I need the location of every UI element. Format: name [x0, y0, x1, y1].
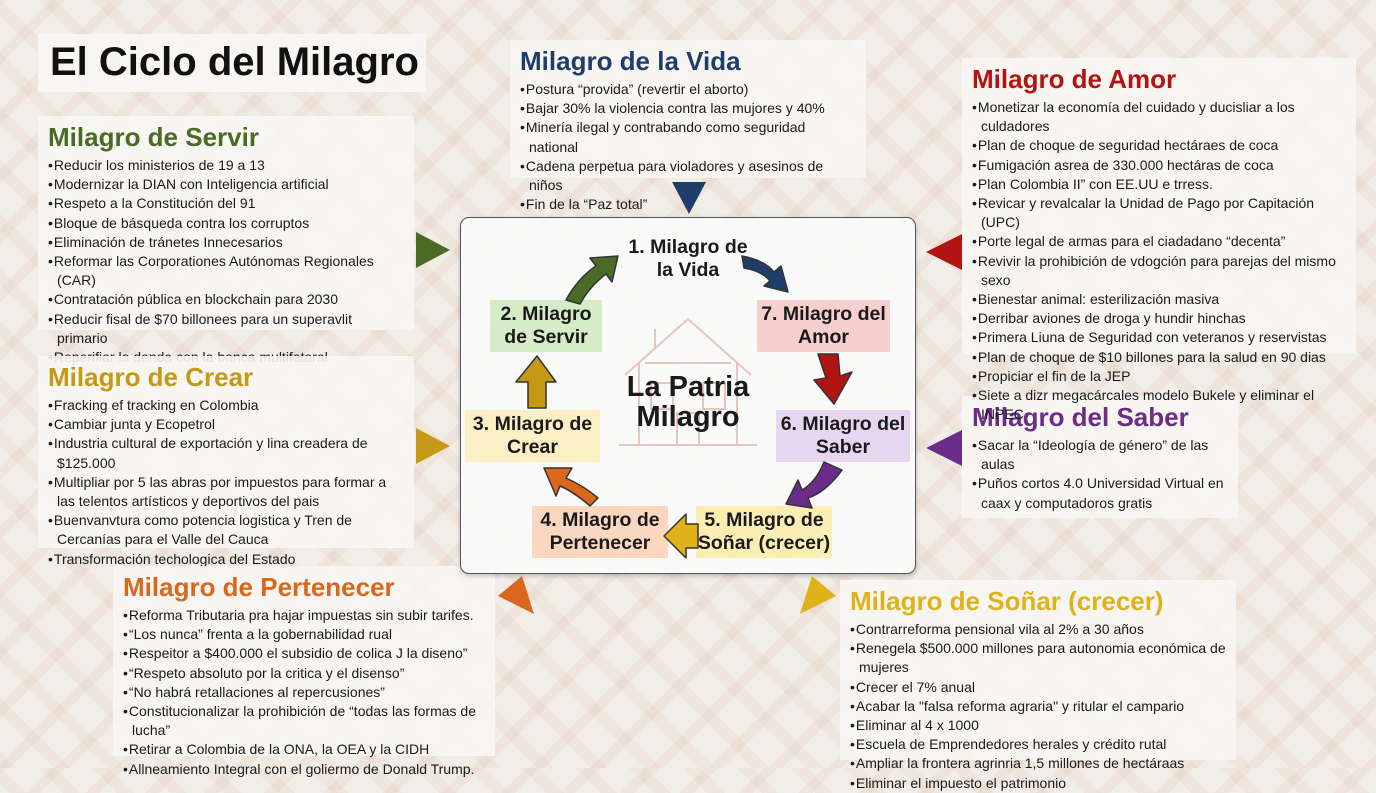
- list-item: Transformación techologica del Estado: [48, 550, 404, 569]
- list-item: Reformar las Corporationes Autónomas Reg…: [48, 252, 404, 290]
- list-item: Fracking ef tracking en Colombia: [48, 396, 404, 415]
- list-item: Revivir la prohibición de vdogción para …: [972, 252, 1346, 290]
- list-item: Plan de choque de $10 billones para la s…: [972, 348, 1346, 367]
- item-list: Postura “provida” (revertir el aborto)Ba…: [520, 80, 856, 214]
- pointer-vida-arrow: [672, 182, 706, 214]
- pointer-amor-arrow: [926, 234, 962, 270]
- list-item: Plan de choque de seguridad hectáraes de…: [972, 136, 1346, 155]
- list-item: Sacar la “Ideología de género” de las au…: [972, 436, 1228, 474]
- cycle-arrow-sonar-icon: [785, 461, 843, 509]
- list-item: Fin de la “Paz total”: [520, 195, 856, 214]
- list-item: Propiciar el fin de la JEP: [972, 367, 1346, 386]
- center-title: La Patria Milagro: [626, 371, 750, 433]
- pointer-servir-arrow: [416, 232, 450, 268]
- cycle-arrow-vida-icon: [565, 255, 619, 305]
- list-item: Derribar aviones de droga y hundir hinch…: [972, 309, 1346, 328]
- list-item: “Respeto absoluto por la critica y el di…: [123, 664, 485, 683]
- list-item: Eliminar al 4 x 1000: [850, 716, 1226, 735]
- list-item: Acabar la "falsa reforma agraria" y ritu…: [850, 697, 1226, 716]
- page-title: El Ciclo del Milagro: [50, 40, 419, 84]
- arrows-layer: [416, 182, 962, 614]
- list-item: Respeitor a $400.000 el subsidio de coli…: [123, 644, 485, 663]
- list-item: Monetizar la economía del cuidado y duci…: [972, 98, 1346, 136]
- item-list: Monetizar la economía del cuidado y duci…: [972, 98, 1346, 424]
- list-item: Ampliar la frontera agrinria 1,5 millone…: [850, 754, 1226, 773]
- list-item: Modernizar la DIAN con Inteligencia arti…: [48, 175, 404, 194]
- pointer-sonar-arrow: [800, 576, 836, 614]
- cycle-arrow-pertenecer-icon: [663, 513, 699, 559]
- list-item: Reducir los ministerios de 19 a 13: [48, 156, 404, 175]
- list-item: Eliminación de tránetes Innecesarios: [48, 233, 404, 252]
- node-pertenecer: 4. Milagro de Pertenecer: [532, 506, 668, 558]
- list-item: Minería ilegal y contrabando como seguri…: [520, 118, 856, 156]
- list-item: Respeto a la Constitución del 91: [48, 194, 404, 213]
- panel-title: Milagro de Amor: [972, 64, 1177, 94]
- list-item: Primera Liuna de Seguridad con veteranos…: [972, 328, 1346, 347]
- list-item: Reforma Tributaria pra hajar impuestas s…: [123, 606, 485, 625]
- cycle-arrow-amor-icon: [741, 255, 789, 293]
- panel-sonar: Milagro de Soñar (crecer) Contrarreforma…: [840, 580, 1236, 791]
- list-item: “Los nunca” frenta a la gobernabilidad r…: [123, 625, 485, 644]
- pointer-saber-arrow: [926, 430, 962, 466]
- list-item: Siete a dizr megacárcales modelo Bukele …: [972, 386, 1346, 424]
- cycle-arrow-crear-icon: [543, 467, 599, 507]
- list-item: Eliminar el impuesto el patrimonio: [850, 774, 1226, 793]
- list-item: Revicar y revalcalar la Unidad de Pago p…: [972, 194, 1346, 232]
- list-item: Industria cultural de exportación y lina…: [48, 434, 404, 472]
- node-servir: 2. Milagro de Servir: [490, 300, 602, 352]
- list-item: Contratación pública en blockchain para …: [48, 290, 404, 309]
- node-crear: 3. Milagro de Crear: [465, 410, 600, 462]
- list-item: Cambiar junta y Ecopetrol: [48, 415, 404, 434]
- panel-title: Milagro de Soñar (crecer): [850, 586, 1164, 616]
- node-saber: 6. Milagro del Saber: [776, 410, 910, 462]
- pointer-pertenecer-arrow: [498, 576, 534, 614]
- list-item: Contrarreforma pensional vila al 2% a 30…: [850, 620, 1226, 639]
- item-list: Sacar la “Ideología de género” de las au…: [972, 436, 1228, 513]
- node-sonar: 5. Milagro de Soñar (crecer): [696, 506, 832, 558]
- list-item: Porte legal de armas para el ciadadano “…: [972, 232, 1346, 251]
- cycle-arrow-saber-icon: [813, 353, 853, 405]
- node-amor: 7. Milagro del Amor: [757, 300, 890, 352]
- list-item: Crecer el 7% anual: [850, 678, 1226, 697]
- list-item: Postura “provida” (revertir el aborto): [520, 80, 856, 99]
- list-item: Plan Colombia II” con EE.UU e trress.: [972, 175, 1346, 194]
- list-item: Cadena perpetua para violadores y asesin…: [520, 157, 856, 195]
- house-icon: [619, 317, 757, 446]
- list-item: Reducir fisal de $70 billonees para un s…: [48, 310, 404, 348]
- panel-vida: Milagro de la Vida Postura “provida” (re…: [510, 40, 866, 212]
- list-item: Constitucionalizar la prohibición de “to…: [123, 702, 485, 740]
- list-item: “No habrá retallaciones al repercusiones…: [123, 683, 485, 702]
- list-item: Bloque de básqueda contra los corruptos: [48, 214, 404, 233]
- panel-title: Milagro de Crear: [48, 362, 254, 392]
- list-item: Renegela $500.000 millones para autonomi…: [850, 639, 1226, 677]
- list-item: Bienestar animal: esterilización masiva: [972, 290, 1346, 309]
- panel-crear: Milagro de Crear Fracking ef tracking en…: [38, 356, 414, 567]
- title-panel: El Ciclo del Milagro: [38, 34, 426, 92]
- list-item: Buenvanvtura como potencia logistica y T…: [48, 511, 404, 549]
- list-item: Escuela de Emprendedores herales y crédi…: [850, 735, 1226, 754]
- panel-pertenecer: Milagro de Pertenecer Reforma Tributaria…: [113, 566, 495, 777]
- list-item: Multipliar por 5 las abras por impuestos…: [48, 473, 404, 511]
- item-list: Fracking ef tracking en ColombiaCambiar …: [48, 396, 404, 569]
- cycle-arrow-servir-icon: [515, 355, 557, 409]
- list-item: Bajar 30% la violencia contra las mujore…: [520, 99, 856, 118]
- panel-title: Milagro de Pertenecer: [123, 572, 395, 602]
- list-item: Puños cortos 4.0 Universidad Virtual en …: [972, 474, 1228, 512]
- panel-title: Milagro de Servir: [48, 122, 259, 152]
- list-item: Fumigación asrea de 330.000 hectáras de …: [972, 156, 1346, 175]
- list-item: Retirar a Colombia de la ONA, la OEA y l…: [123, 740, 485, 759]
- panel-amor: Milagro de Amor Monetizar la economía de…: [962, 58, 1356, 422]
- panel-title: Milagro de la Vida: [520, 46, 741, 76]
- pointer-crear-arrow: [416, 428, 450, 464]
- node-vida: 1. Milagro de la Vida: [628, 236, 748, 281]
- panel-servir: Milagro de Servir Reducir los ministerio…: [38, 116, 414, 365]
